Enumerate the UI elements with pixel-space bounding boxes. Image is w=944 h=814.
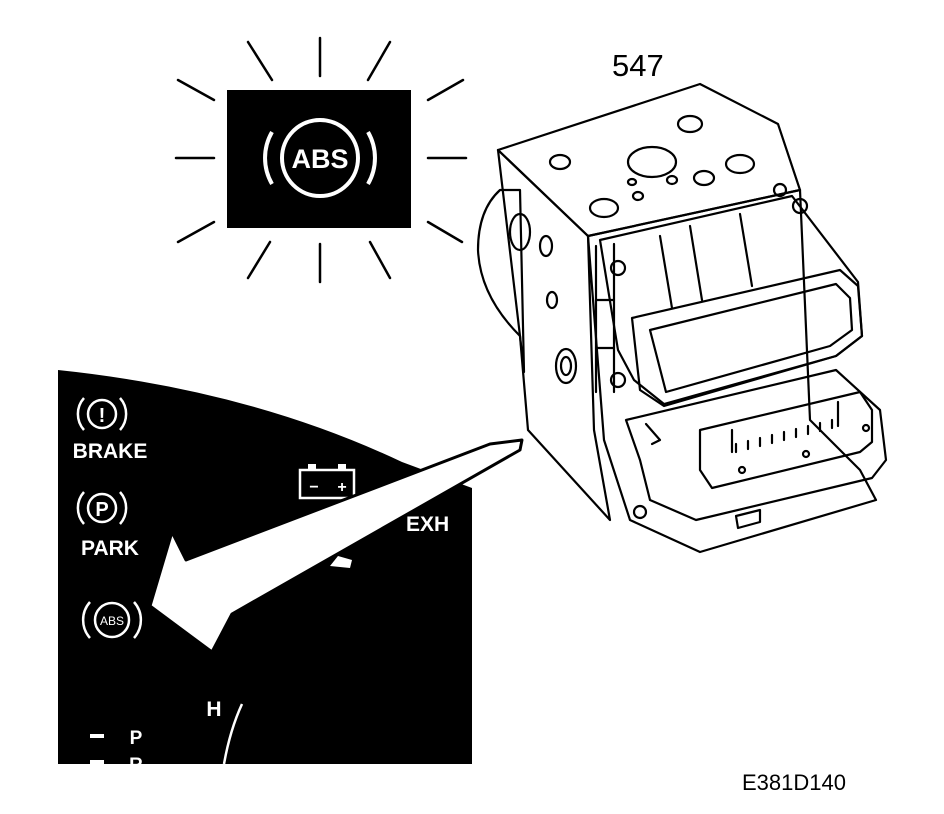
park-symbol: P bbox=[95, 499, 108, 521]
light-rays bbox=[174, 36, 468, 284]
battery-icon bbox=[298, 464, 356, 500]
mounting-bolts bbox=[609, 182, 809, 520]
warning-lamp-text: ABS bbox=[291, 144, 348, 174]
gear-marker-2 bbox=[90, 760, 104, 764]
exh-label: EXH bbox=[406, 513, 449, 536]
part-number: 547 bbox=[612, 48, 664, 83]
abs-cluster-symbol: ABS bbox=[100, 614, 124, 628]
temp-gauge-arc bbox=[222, 703, 244, 765]
gear-marker-1 bbox=[90, 734, 104, 738]
battery-plus: + bbox=[337, 479, 346, 496]
abs-cluster-icon bbox=[81, 601, 143, 639]
port-holes-side bbox=[508, 212, 578, 385]
port-holes-top bbox=[548, 114, 756, 219]
figure-code: E381D140 bbox=[742, 770, 846, 795]
park-label: PARK bbox=[81, 537, 139, 560]
abs-warning-lamp: ABS bbox=[174, 36, 468, 284]
partial-symbol bbox=[330, 556, 352, 568]
temp-gauge-label: H bbox=[206, 698, 221, 721]
electrical-connector bbox=[624, 368, 888, 530]
gear-2: R bbox=[129, 755, 143, 776]
pointer-arrow bbox=[148, 438, 524, 654]
battery-minus: − bbox=[309, 479, 318, 496]
module-bracket bbox=[594, 212, 754, 394]
brake-warning-icon bbox=[76, 397, 128, 431]
brake-label: BRAKE bbox=[73, 440, 148, 463]
park-brake-icon bbox=[76, 491, 128, 525]
gear-1: P bbox=[130, 728, 143, 749]
brake-symbol: ! bbox=[99, 405, 106, 427]
abs-hydraulic-unit bbox=[476, 82, 888, 554]
abs-warning-light-icon bbox=[263, 118, 377, 198]
